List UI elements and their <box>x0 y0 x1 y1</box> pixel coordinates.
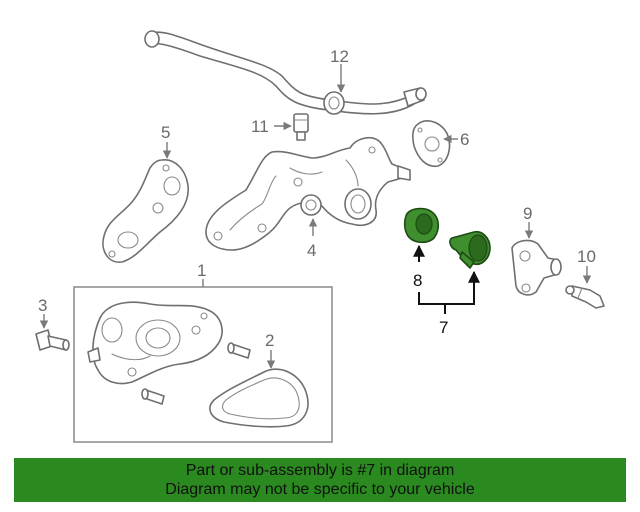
callout-1: 1 <box>197 261 206 280</box>
callout-9: 9 <box>523 204 532 223</box>
dowel-pin-upper <box>227 342 251 359</box>
callout-10: 10 <box>577 247 596 266</box>
part-8-seal <box>403 207 440 244</box>
part-11-sensor <box>293 113 309 141</box>
part-1-water-pump <box>87 301 223 385</box>
part-5-gasket <box>102 159 189 263</box>
part-12-bypass-pipe <box>144 30 427 115</box>
part-3-bolt <box>35 329 70 351</box>
callout-3: 3 <box>38 296 47 315</box>
part-6-gasket <box>412 120 451 168</box>
part-7-pipe <box>449 230 491 269</box>
dowel-pin-lower <box>141 388 165 405</box>
callout-5: 5 <box>161 123 170 142</box>
part-4-water-outlet <box>205 136 411 251</box>
notice-line-2: Diagram may not be specific to your vehi… <box>165 481 475 498</box>
part-2-gasket <box>209 368 309 428</box>
notice-line-1: Part or sub-assembly is #7 in diagram <box>185 462 455 479</box>
callout-4: 4 <box>307 241 316 260</box>
notice-banner: Part or sub-assembly is #7 in diagram Di… <box>14 458 626 502</box>
leader-7-bracket <box>418 292 475 305</box>
callout-8: 8 <box>413 271 422 290</box>
callout-12: 12 <box>330 47 349 66</box>
callout-2: 2 <box>265 331 274 350</box>
callout-6: 6 <box>460 130 469 149</box>
callout-11: 11 <box>251 117 269 136</box>
part-9-fitting <box>511 239 562 296</box>
callout-7: 7 <box>439 318 448 337</box>
part-10-sensor <box>565 285 605 309</box>
